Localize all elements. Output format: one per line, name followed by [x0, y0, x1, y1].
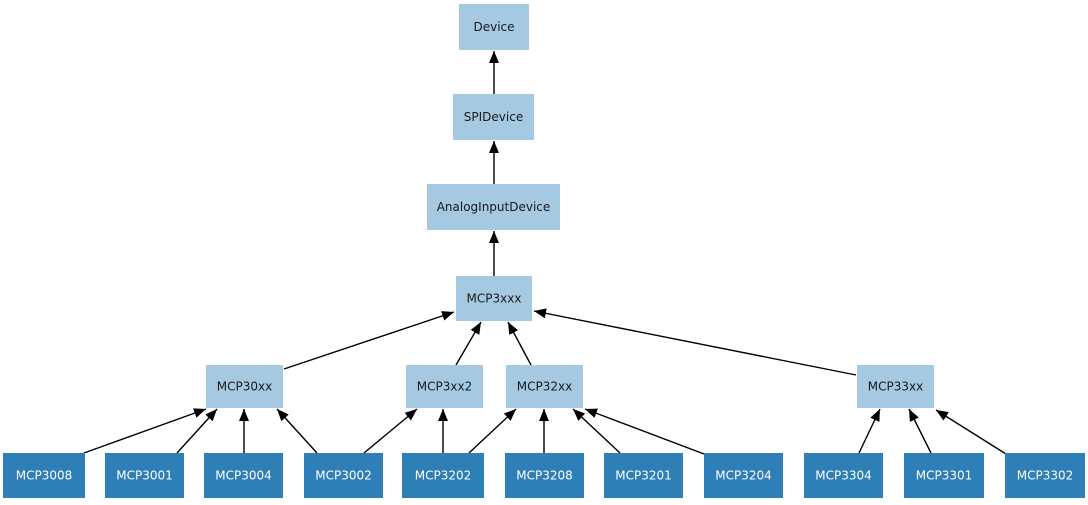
edge-MCP3002-MCP30xx	[276, 408, 318, 454]
edge-MCP3204-MCP32xx	[584, 408, 705, 455]
node-MCP3302[interactable]: MCP3302	[1005, 453, 1085, 498]
edge-MCP3302-MCP33xx	[935, 409, 1007, 455]
node-MCP3004[interactable]: MCP3004	[204, 453, 283, 498]
node-box	[704, 453, 783, 498]
edge-MCP3202-MCP32xx	[468, 408, 517, 454]
node-box	[304, 453, 383, 498]
node-MCP3001[interactable]: MCP3001	[105, 453, 184, 498]
node-box	[904, 453, 984, 498]
node-box	[453, 94, 534, 140]
node-box	[804, 453, 883, 498]
node-MCP32xx[interactable]: MCP32xx	[506, 365, 583, 408]
node-SPIDevice[interactable]: SPIDevice	[453, 94, 534, 140]
node-box	[3, 453, 85, 498]
edge-MCP3304-MCP33xx	[858, 408, 881, 454]
node-MCP3204[interactable]: MCP3204	[704, 453, 783, 498]
node-MCP30xx[interactable]: MCP30xx	[206, 365, 283, 408]
node-MCP3201[interactable]: MCP3201	[604, 453, 683, 498]
node-MCP3008[interactable]: MCP3008	[3, 453, 85, 498]
edge-MCP3001-MCP30xx	[176, 408, 218, 454]
edge-MCP33xx-MCP3xxx	[533, 308, 857, 376]
node-MCP3xxx[interactable]: MCP3xxx	[456, 276, 532, 321]
node-box	[505, 453, 584, 498]
edges-layer	[83, 51, 1007, 455]
node-MCP3301[interactable]: MCP3301	[904, 453, 984, 498]
node-MCP3208[interactable]: MCP3208	[505, 453, 584, 498]
edge-MCP3002-MCP3xx2	[363, 408, 418, 454]
edge-MCP32xx-MCP3xxx	[507, 321, 532, 366]
edge-MCP30xx-MCP3xxx	[283, 311, 455, 370]
node-MCP3xx2[interactable]: MCP3xx2	[406, 365, 483, 408]
node-box	[459, 4, 529, 50]
node-MCP33xx[interactable]: MCP33xx	[857, 365, 934, 408]
node-box	[427, 184, 560, 230]
edge-MCP3201-MCP32xx	[572, 408, 621, 454]
node-box	[857, 365, 934, 408]
node-MCP3304[interactable]: MCP3304	[804, 453, 883, 498]
edge-MCP3301-MCP33xx	[908, 408, 932, 454]
node-box	[1005, 453, 1085, 498]
node-Device[interactable]: Device	[459, 4, 529, 50]
node-box	[456, 276, 532, 321]
node-box	[105, 453, 184, 498]
node-box	[406, 365, 483, 408]
node-MCP3202[interactable]: MCP3202	[402, 453, 484, 498]
node-box	[604, 453, 683, 498]
edge-MCP3xx2-MCP3xxx	[455, 321, 482, 366]
node-AnalogInputDevice[interactable]: AnalogInputDevice	[427, 184, 560, 230]
node-box	[206, 365, 283, 408]
node-box	[204, 453, 283, 498]
edge-MCP3008-MCP30xx	[83, 408, 207, 454]
node-box	[402, 453, 484, 498]
node-box	[506, 365, 583, 408]
node-MCP3002[interactable]: MCP3002	[304, 453, 383, 498]
